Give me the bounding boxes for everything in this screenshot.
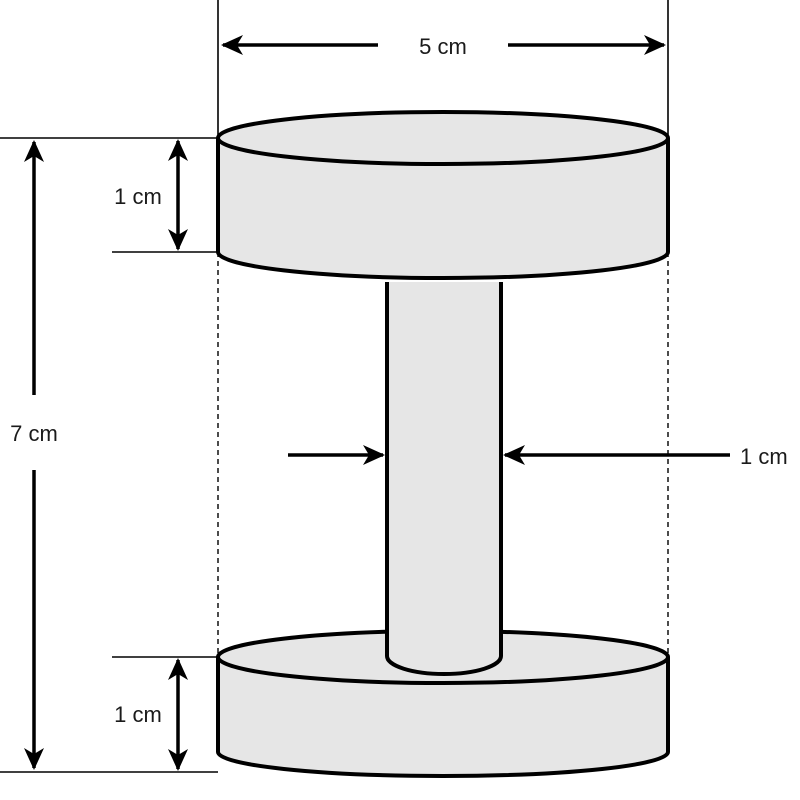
- extension-lines: [0, 0, 669, 773]
- bottom-disk-thickness-label: 1 cm: [114, 702, 162, 727]
- height-dimension: 7 cm: [10, 140, 58, 770]
- width-label: 5 cm: [419, 34, 467, 59]
- rod-diameter-label: 1 cm: [740, 444, 788, 469]
- width-dimension: 5 cm: [221, 34, 666, 59]
- bottom-disk: [216, 629, 670, 778]
- top-disk-thickness-label: 1 cm: [114, 184, 162, 209]
- top-disk-thickness-dimension: 1 cm: [114, 139, 188, 251]
- rod-diameter-dimension: 1 cm: [288, 444, 788, 469]
- height-label: 7 cm: [10, 421, 58, 446]
- top-disk: [216, 110, 670, 280]
- bottom-disk-thickness-dimension: 1 cm: [114, 658, 188, 771]
- rod: [385, 282, 503, 676]
